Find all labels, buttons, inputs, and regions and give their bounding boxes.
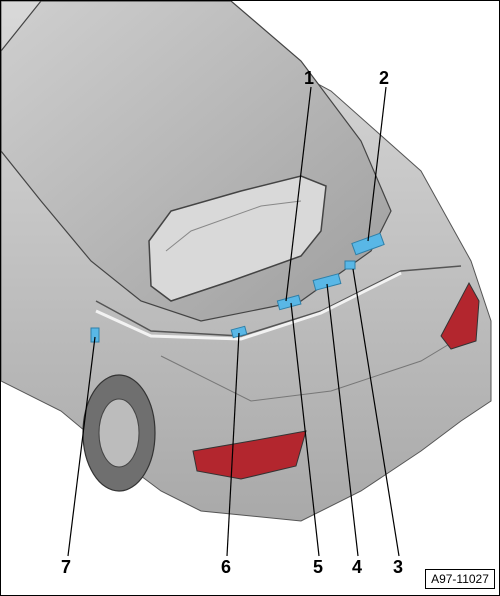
trunk-outline	[95, 265, 462, 337]
callout-1: 1	[304, 68, 315, 88]
component-6-highlight	[230, 325, 248, 339]
component-2-highlight	[351, 232, 385, 256]
component-4-highlight	[312, 273, 342, 291]
reference-code: A97-11027	[425, 569, 495, 589]
callout-4: 4	[352, 557, 363, 577]
callout-7: 7	[61, 557, 72, 577]
component-3-highlight	[344, 260, 356, 270]
component-5-highlight	[276, 294, 302, 311]
component-7-highlight	[90, 327, 100, 343]
chrome-strip	[95, 271, 402, 341]
tail-light-left	[192, 430, 307, 480]
tail-light-right	[440, 281, 480, 350]
callout-6: 6	[221, 557, 232, 577]
callout-5: 5	[313, 557, 324, 577]
rear-window	[148, 175, 327, 302]
leader-lines	[67, 86, 400, 557]
callout-2: 2	[379, 68, 390, 88]
callout-3: 3	[393, 557, 404, 577]
